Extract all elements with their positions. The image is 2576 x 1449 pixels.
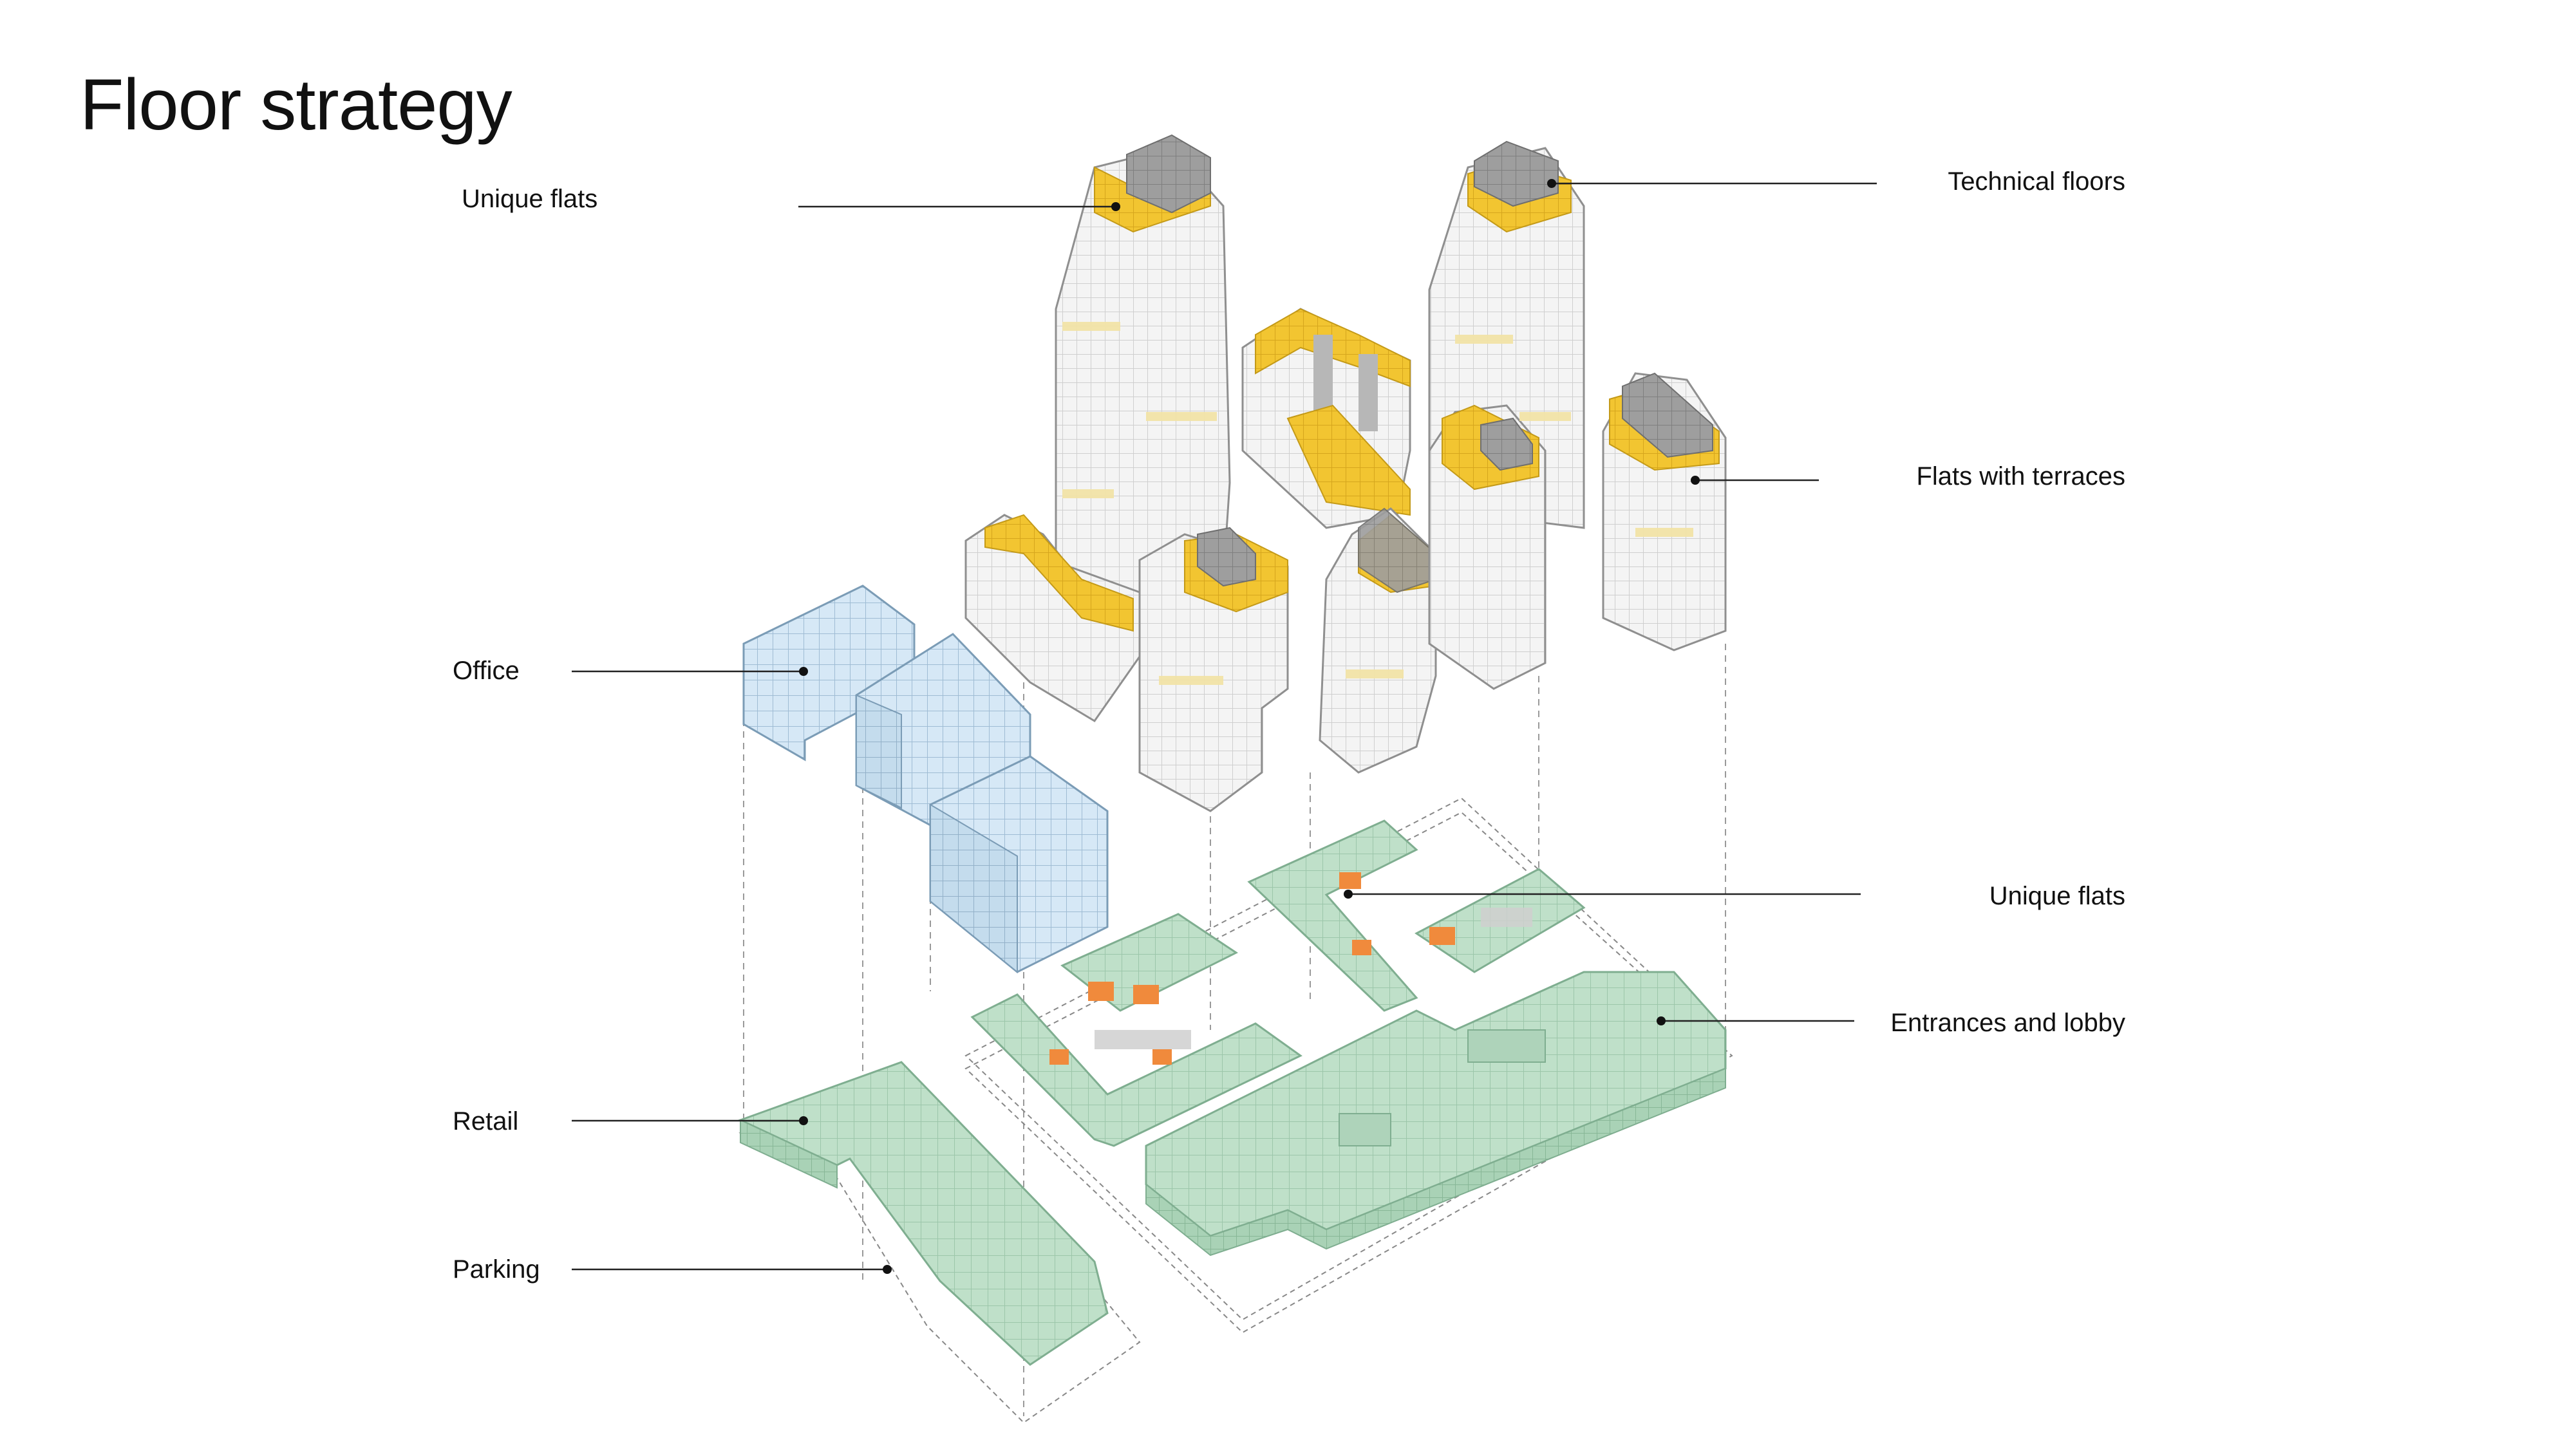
label-unique-flats-mid: Unique flats [1989, 882, 2125, 910]
label-retail: Retail [453, 1107, 519, 1136]
label-technical-floors: Technical floors [1948, 167, 2125, 196]
residential-towers [964, 134, 1727, 812]
label-parking: Parking [453, 1255, 540, 1284]
ground-floor-slabs [970, 819, 1727, 1257]
label-flats-with-terraces: Flats with terraces [1916, 462, 2125, 491]
leader-lines [572, 182, 1877, 1271]
retail-slab [738, 1061, 1109, 1366]
label-office: Office [453, 657, 520, 685]
page-title: Floor strategy [80, 64, 512, 145]
label-entrances-lobby: Entrances and lobby [1890, 1009, 2125, 1037]
label-unique-flats-top: Unique flats [462, 185, 598, 213]
office-blocks [742, 584, 1109, 974]
leader-dots [799, 179, 1700, 1274]
